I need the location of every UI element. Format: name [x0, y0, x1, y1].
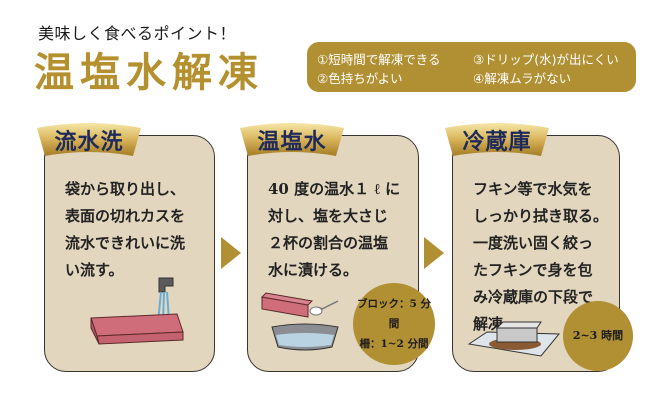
salt-water-bowl-illustration: [260, 292, 339, 351]
step-description: 袋から取り出し、 表面の切れカスを 流水できれいに洗 い流す。: [65, 180, 186, 279]
step-card-salt-water: 温塩水 40 度の温水１ ℓ に 対し、塩を大さじ ２杯の割合の温塩 水に漬ける…: [240, 123, 435, 372]
point-1: ①短時間で解凍できる: [317, 52, 441, 67]
step-card-refrigerator: 冷蔵庫 フキン等で水気を しっかり拭き取る。 一度洗い固く絞っ たフキンで身を包…: [445, 123, 633, 372]
wrapped-fish-tray-illustration: [467, 321, 561, 357]
duration-badge: ブロック：5 分間 柵：1~2 分間: [353, 283, 435, 365]
badge-line-fillet: 柵：1~2 分間: [359, 338, 429, 350]
step-description: 40 度の温水１ ℓ に 対し、塩を大さじ ２杯の割合の温塩 水に漬ける。: [268, 180, 401, 279]
step-title: 温塩水: [257, 129, 327, 155]
page-title: 温塩水解凍: [34, 49, 264, 96]
step-banner: 冷蔵庫: [441, 120, 553, 158]
point-4: ④解凍ムラがない: [473, 71, 572, 86]
badge-line-time: 2~3 時間: [572, 329, 624, 342]
badge-line-block: ブロック：5 分間: [357, 298, 431, 330]
subtitle: 美味しく食べるポイント！: [38, 24, 237, 43]
point-2: ②色持ちがよい: [317, 71, 403, 86]
step-title: 流水洗: [54, 129, 124, 155]
step-banner: 流水洗: [33, 120, 145, 158]
points-box: ①短時間で解凍できる ②色持ちがよい ③ドリップ(水)が出にくい ④解凍ムラがな…: [307, 42, 636, 92]
arrow-right-icon: [221, 237, 241, 269]
arrow-right-icon: [424, 237, 444, 269]
step-description: フキン等で水気を しっかり拭き取る。 一度洗い固く絞っ たフキンで身を包 み冷蔵…: [473, 180, 609, 333]
step-card-rinse: 流水洗 袋から取り出し、 表面の切れカスを 流水できれいに洗 い流す。: [37, 123, 215, 372]
point-3: ③ドリップ(水)が出にくい: [473, 52, 619, 67]
step-banner: 温塩水: [236, 120, 348, 158]
fish-faucet-illustration: [90, 277, 184, 345]
step-title: 冷蔵庫: [462, 129, 532, 155]
duration-badge: 2~3 時間: [563, 301, 633, 371]
